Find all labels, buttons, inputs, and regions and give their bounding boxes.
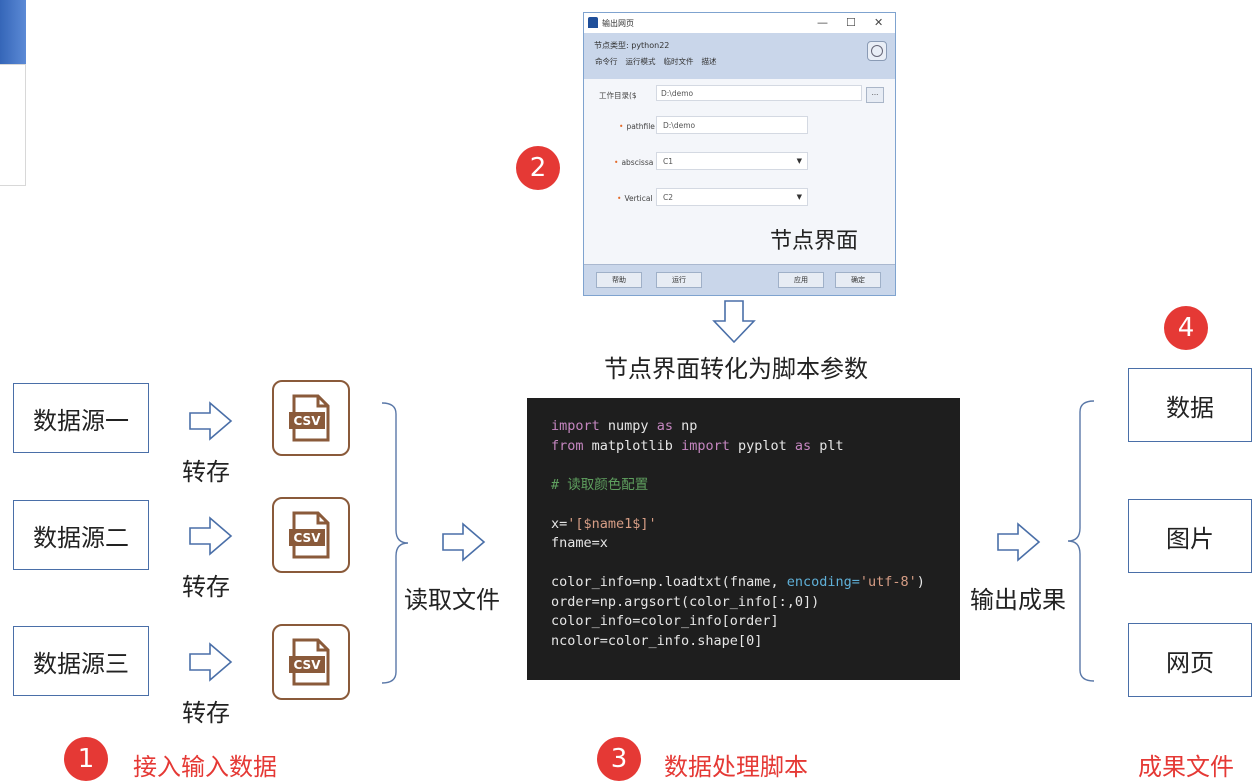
script-code: import numpy as np from matplotlib import… [527,398,960,651]
result-files-label: 成果文件 [1138,753,1234,781]
dialog-caption: 节点界面 [770,229,859,254]
field-label-abscissa: •abscissa [614,158,654,167]
step-badge-2: 2 [516,146,560,190]
chevron-down-icon: ▼ [796,157,802,165]
tab-temp-files[interactable]: 临时文件 [663,57,694,66]
vertical-value: C2 [663,193,674,202]
field-label-pathfile: •pathfile [619,122,655,131]
tab-command[interactable]: 命令行 [595,57,618,66]
workdir-label: 工作目录($ [599,91,637,100]
step-badge-1: 1 [64,737,108,781]
save-label-2: 转存 [182,573,230,601]
code-line: color_info=np.loadtxt(fname, encoding='u… [551,574,925,590]
app-user-icon [588,17,598,28]
code-line: from matplotlib import pyplot as plt [551,437,844,454]
ok-button[interactable]: 确定 [835,272,881,288]
maximize-button[interactable]: ☐ [846,16,856,29]
dialog-header: 节点类型: python22 命令行 运行模式 临时文件 描述 [584,33,895,79]
save-label-3: 转存 [182,699,230,727]
abscissa-select[interactable]: C1 ▼ [656,152,808,170]
abscissa-value: C1 [663,157,674,166]
pathfile-value: D:\demo [663,121,696,130]
dialog-footer: 帮助 运行 应用 确定 [584,264,895,295]
csv-badge-text: CSV [294,414,322,428]
output-box-webpage: 网页 [1128,623,1252,697]
step-badge-3: 3 [597,737,641,781]
gauge-icon[interactable] [867,41,887,61]
step-badge-4: 4 [1164,306,1208,350]
code-line [551,456,960,476]
output-result-label: 输出成果 [970,586,1066,614]
edge-decoration-panel [0,64,26,186]
source-box-3: 数据源三 [13,626,149,696]
down-arrow-icon [712,300,756,344]
left-bracket [381,402,409,684]
output-box-image: 图片 [1128,499,1252,573]
code-line [551,554,960,574]
read-file-label: 读取文件 [404,586,500,614]
chevron-down-icon: ▼ [796,193,802,201]
pathfile-input[interactable]: D:\demo [656,116,808,134]
code-line: # 读取颜色配置 [551,476,649,493]
right-bracket [1067,400,1095,682]
csv-badge-text: CSV [294,658,322,672]
dialog-title: 输出网页 [602,19,634,28]
code-line: x='[$name1$]' [551,515,657,532]
field-label-vertical: •Vertical [617,194,653,203]
apply-button[interactable]: 应用 [778,272,824,288]
dialog-tabs: 命令行 运行模式 临时文件 描述 [594,55,718,68]
code-line: fname=x [551,535,608,551]
dialog-body: 工作目录($ D:\demo ... •pathfile D:\demo •ab… [584,79,895,267]
code-line: order=np.argsort(color_info[:,0]) [551,593,820,610]
code-line [551,495,960,515]
source-box-2: 数据源二 [13,500,149,570]
output-box-data: 数据 [1128,368,1252,442]
csv-file-icon: CSV [272,380,350,456]
step-label-3: 数据处理脚本 [664,753,808,781]
csv-badge-text: CSV [294,531,322,545]
step-label-1: 接入输入数据 [133,753,277,781]
right-arrow-icon [189,401,233,441]
source-box-1: 数据源一 [13,383,149,453]
workdir-input[interactable]: D:\demo [656,85,862,101]
right-arrow-icon [189,516,233,556]
code-line: color_info=color_info[order] [551,613,779,629]
node-dialog: 输出网页 — ☐ ✕ 节点类型: python22 命令行 运行模式 临时文件 … [583,12,896,296]
code-line: import numpy as np [551,418,698,434]
help-button[interactable]: 帮助 [596,272,642,288]
right-arrow-icon [442,522,486,562]
right-arrow-icon [997,522,1041,562]
node-type-label: 节点类型: python22 [594,41,670,50]
dialog-titlebar: 输出网页 — ☐ ✕ [584,13,895,34]
tab-run-mode[interactable]: 运行模式 [625,57,656,66]
csv-file-icon: CSV [272,497,350,573]
code-line: ncolor=color_info.shape[0] [551,632,763,649]
vertical-select[interactable]: C2 ▼ [656,188,808,206]
browse-button[interactable]: ... [866,87,884,103]
minimize-button[interactable]: — [817,16,828,29]
csv-file-icon: CSV [272,624,350,700]
edge-decoration-bar [0,0,26,64]
run-button[interactable]: 运行 [656,272,702,288]
convert-label: 节点界面转化为脚本参数 [604,355,868,383]
workdir-value: D:\demo [661,89,694,98]
right-arrow-icon [189,642,233,682]
code-block: import numpy as np from matplotlib import… [527,398,960,680]
tab-description[interactable]: 描述 [701,57,717,66]
save-label-1: 转存 [182,458,230,486]
close-button[interactable]: ✕ [874,16,884,29]
